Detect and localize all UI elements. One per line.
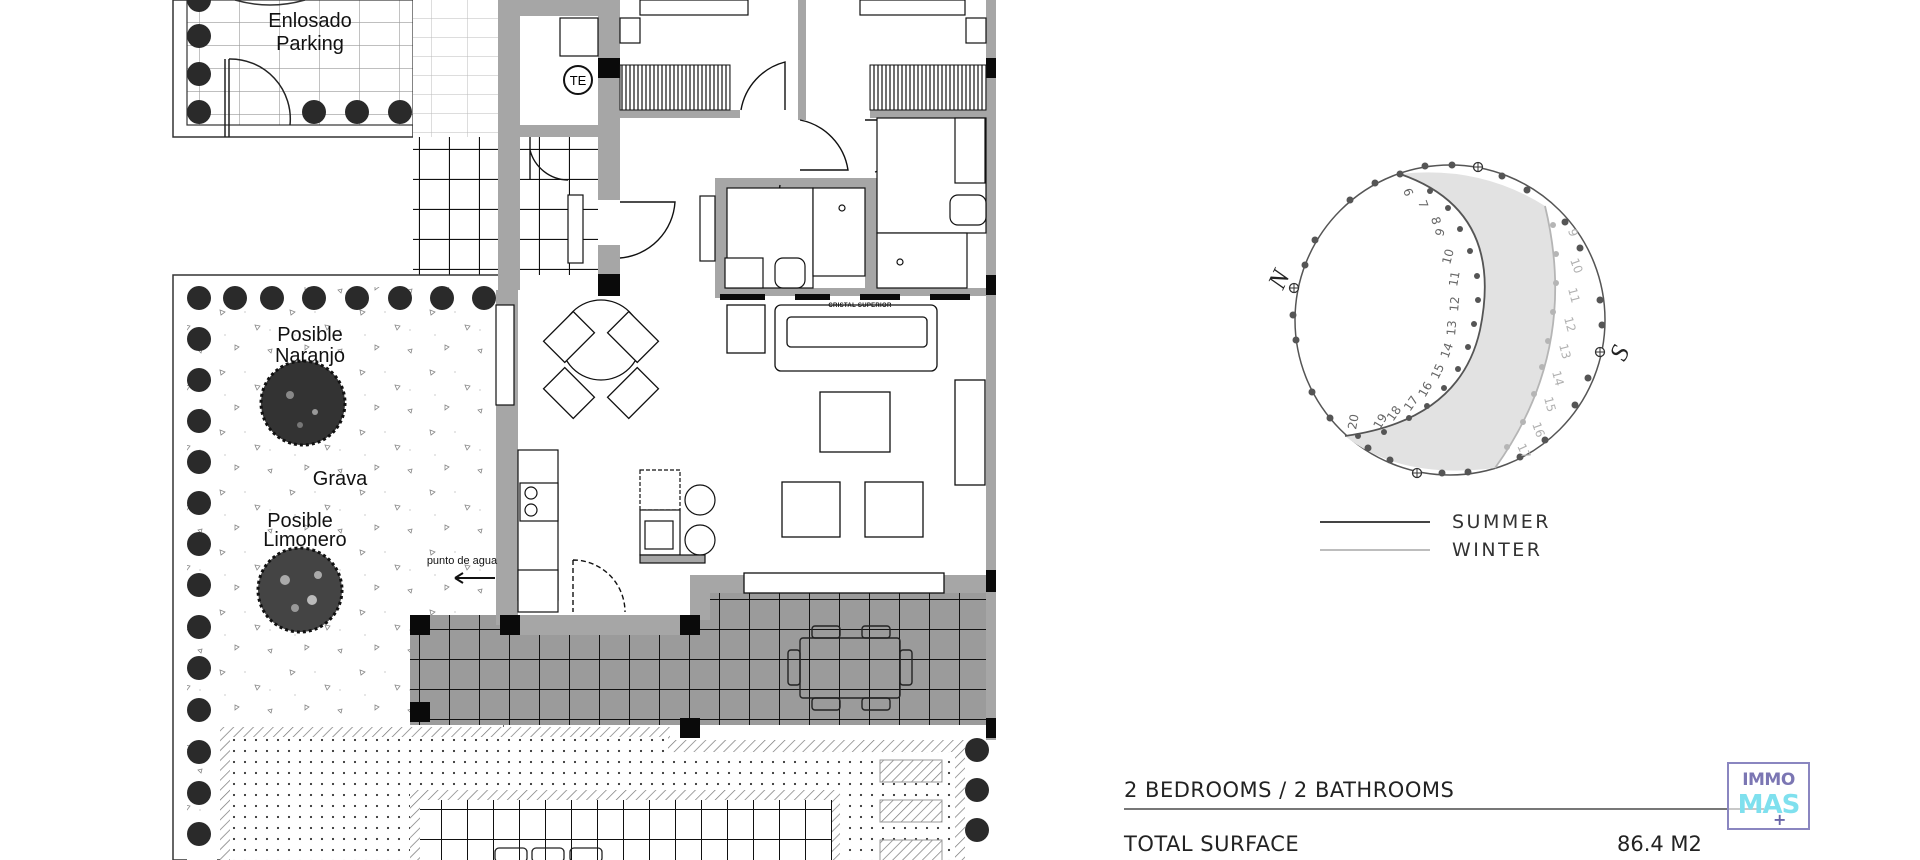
- summer-hour: 15: [1428, 362, 1447, 382]
- winter-hour: 15: [1541, 395, 1558, 413]
- label-orange-1: Posible: [277, 324, 343, 346]
- summer-hour: 7: [1415, 198, 1431, 210]
- pool-area: [220, 727, 965, 860]
- summer-hour: 14: [1438, 341, 1456, 360]
- summer-hour: 16: [1415, 379, 1435, 399]
- divider: [1124, 808, 1764, 810]
- orange-tree-icon: [259, 359, 347, 447]
- summer-hour: 10: [1439, 247, 1456, 265]
- lemon-tree-icon: [256, 546, 344, 634]
- summer-hour: 20: [1345, 413, 1361, 430]
- bathroom-fixtures: [699, 117, 987, 289]
- summer-hour: 11: [1446, 270, 1462, 287]
- winter-line: [1320, 549, 1430, 551]
- arrow-left-icon: [454, 572, 495, 584]
- parking-area: [172, 0, 498, 138]
- winter-hour: 16: [1529, 420, 1547, 439]
- living-furniture: [542, 299, 986, 594]
- meter-te-badge: TE: [563, 65, 593, 95]
- label-parking-1: Enlosado: [268, 10, 352, 32]
- logo-top-text: IMMO: [1742, 770, 1795, 790]
- terrace-table: [787, 625, 913, 711]
- logo-bottom-text: MAS: [1737, 790, 1801, 820]
- closet-bedroom-1: [619, 64, 731, 111]
- plus-icon: +: [1773, 810, 1787, 829]
- label-lemon-1: Posible: [267, 510, 333, 532]
- winter-hour: 9: [1565, 227, 1581, 238]
- legend-winter-label: WINTER: [1452, 539, 1543, 561]
- surface-label: TOTAL SURFACE: [1124, 832, 1300, 856]
- label-window-note: CRISTAL SUPERIOR: [828, 303, 892, 309]
- summer-hour: 13: [1444, 320, 1459, 336]
- sun-legend: SUMMER WINTER: [1320, 508, 1551, 564]
- winter-hour: 10: [1567, 256, 1585, 275]
- pillars: [410, 58, 996, 738]
- label-orange-2: Naranjo: [274, 345, 346, 367]
- summer-hour: 6: [1400, 186, 1416, 198]
- summer-hour: 19: [1370, 411, 1390, 431]
- winter-hour: 11: [1565, 286, 1582, 304]
- winter-hour: 17: [1514, 441, 1533, 461]
- winter-hour: 14: [1549, 369, 1566, 387]
- closet-bedroom-2: [869, 64, 987, 111]
- legend-item-summer: SUMMER: [1320, 508, 1551, 536]
- winter-hour: 13: [1556, 342, 1573, 360]
- label-water-point: punto de agua: [426, 555, 498, 567]
- surface-value: 86.4 M2: [1617, 832, 1702, 856]
- south-label: S: [1604, 341, 1636, 365]
- sun-path-chart: N S 6 7 8 9 10 11 12 13 14 15 16 17 18 1…: [1262, 161, 1636, 479]
- immomas-logo: IMMO MAS +: [1727, 762, 1810, 830]
- summer-hour: 8: [1428, 215, 1444, 226]
- label-lemon-2: Limonero: [263, 529, 347, 551]
- summer-line: [1320, 521, 1430, 523]
- label-parking-2: Parking: [276, 33, 344, 55]
- summer-hour: 12: [1447, 296, 1462, 312]
- label-gravel: Grava: [312, 468, 368, 490]
- winter-hour: 12: [1561, 315, 1578, 333]
- rooms-summary: 2 BEDROOMS / 2 BATHROOMS: [1124, 778, 1455, 802]
- legend-summer-label: SUMMER: [1452, 511, 1551, 533]
- summer-hour: 9: [1432, 227, 1448, 238]
- legend-item-winter: WINTER: [1320, 536, 1551, 564]
- floor-plan: [172, 0, 996, 860]
- kitchen: [517, 449, 716, 613]
